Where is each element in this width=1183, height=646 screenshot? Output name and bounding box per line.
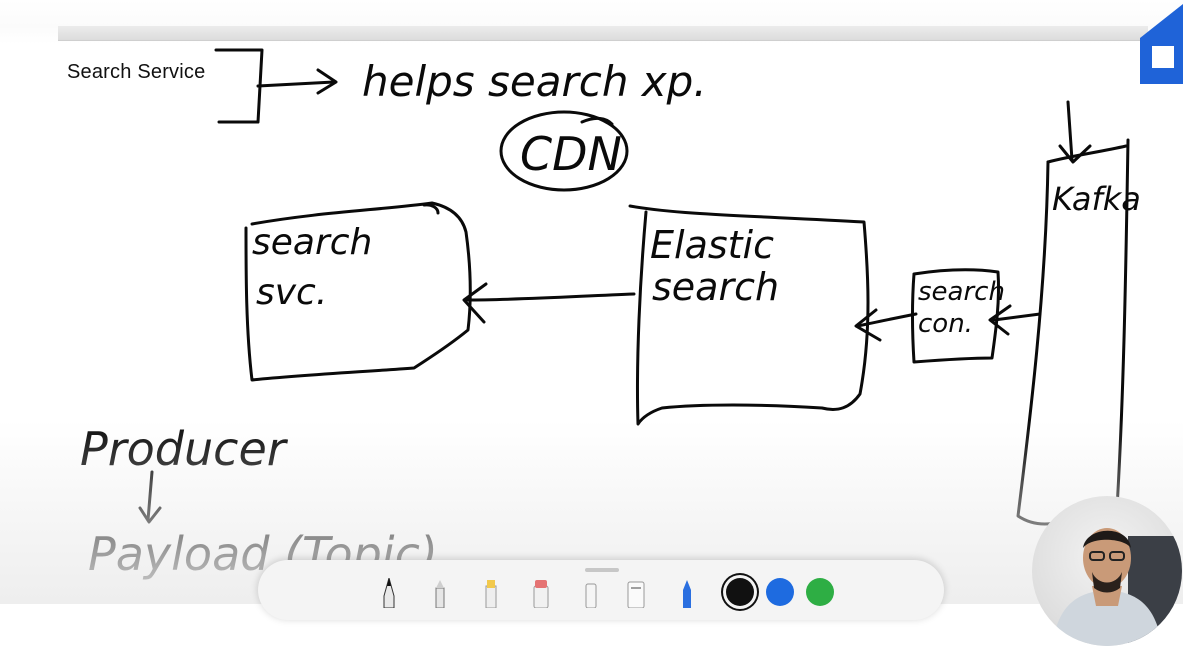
arrow-consumer-to-elastic xyxy=(854,308,918,342)
bracket-arrow xyxy=(214,48,338,124)
cdn-node: CDN xyxy=(499,110,629,192)
home-button[interactable] xyxy=(1138,0,1183,86)
presenter-webcam xyxy=(1032,496,1182,646)
arrow-producer-to-payload xyxy=(138,470,162,524)
marker-tool-icon[interactable] xyxy=(484,578,498,608)
producer-label: Producer xyxy=(80,422,289,476)
ruler-tool-icon[interactable] xyxy=(682,578,692,608)
consumer-label-2: con. xyxy=(918,309,973,339)
toolbar-drag-handle[interactable] xyxy=(585,568,619,572)
consumer-label-1: search xyxy=(918,277,1005,307)
elasticsearch-box: Elastic search xyxy=(628,204,870,426)
search-svc-box: search svc. xyxy=(244,201,472,382)
pencil-tool-icon[interactable] xyxy=(434,578,446,608)
typed-text-label: Search Service xyxy=(67,61,206,83)
drawing-toolbar xyxy=(258,560,944,620)
ruler-strip xyxy=(58,26,1148,41)
highlighter-tool-icon[interactable] xyxy=(532,578,550,608)
arrow-kafka-to-consumer xyxy=(988,304,1042,336)
color-swatch-black[interactable] xyxy=(726,578,754,606)
presenter-avatar-icon xyxy=(1052,528,1182,646)
home-icon xyxy=(1140,4,1183,84)
cdn-label: CDN xyxy=(520,127,622,181)
search-svc-label-2: svc. xyxy=(256,272,327,313)
eraser-tool-icon[interactable] xyxy=(584,578,598,608)
arrow-elastic-to-svc xyxy=(462,282,636,324)
elastic-label-1: Elastic xyxy=(650,223,774,267)
lasso-tool-icon[interactable] xyxy=(626,578,646,608)
search-svc-label-1: search xyxy=(252,222,372,263)
color-swatch-green[interactable] xyxy=(806,578,834,606)
kafka-label: Kafka xyxy=(1052,180,1141,218)
search-consumer-box: search con. xyxy=(911,268,1005,364)
whiteboard-canvas[interactable]: helps search xp. CDN search svc. Elastic… xyxy=(0,0,1183,604)
color-swatch-blue[interactable] xyxy=(766,578,794,606)
pen-tool-icon[interactable] xyxy=(382,578,396,608)
elastic-label-2: search xyxy=(652,265,779,309)
note-helps-search: helps search xp. xyxy=(362,57,707,106)
